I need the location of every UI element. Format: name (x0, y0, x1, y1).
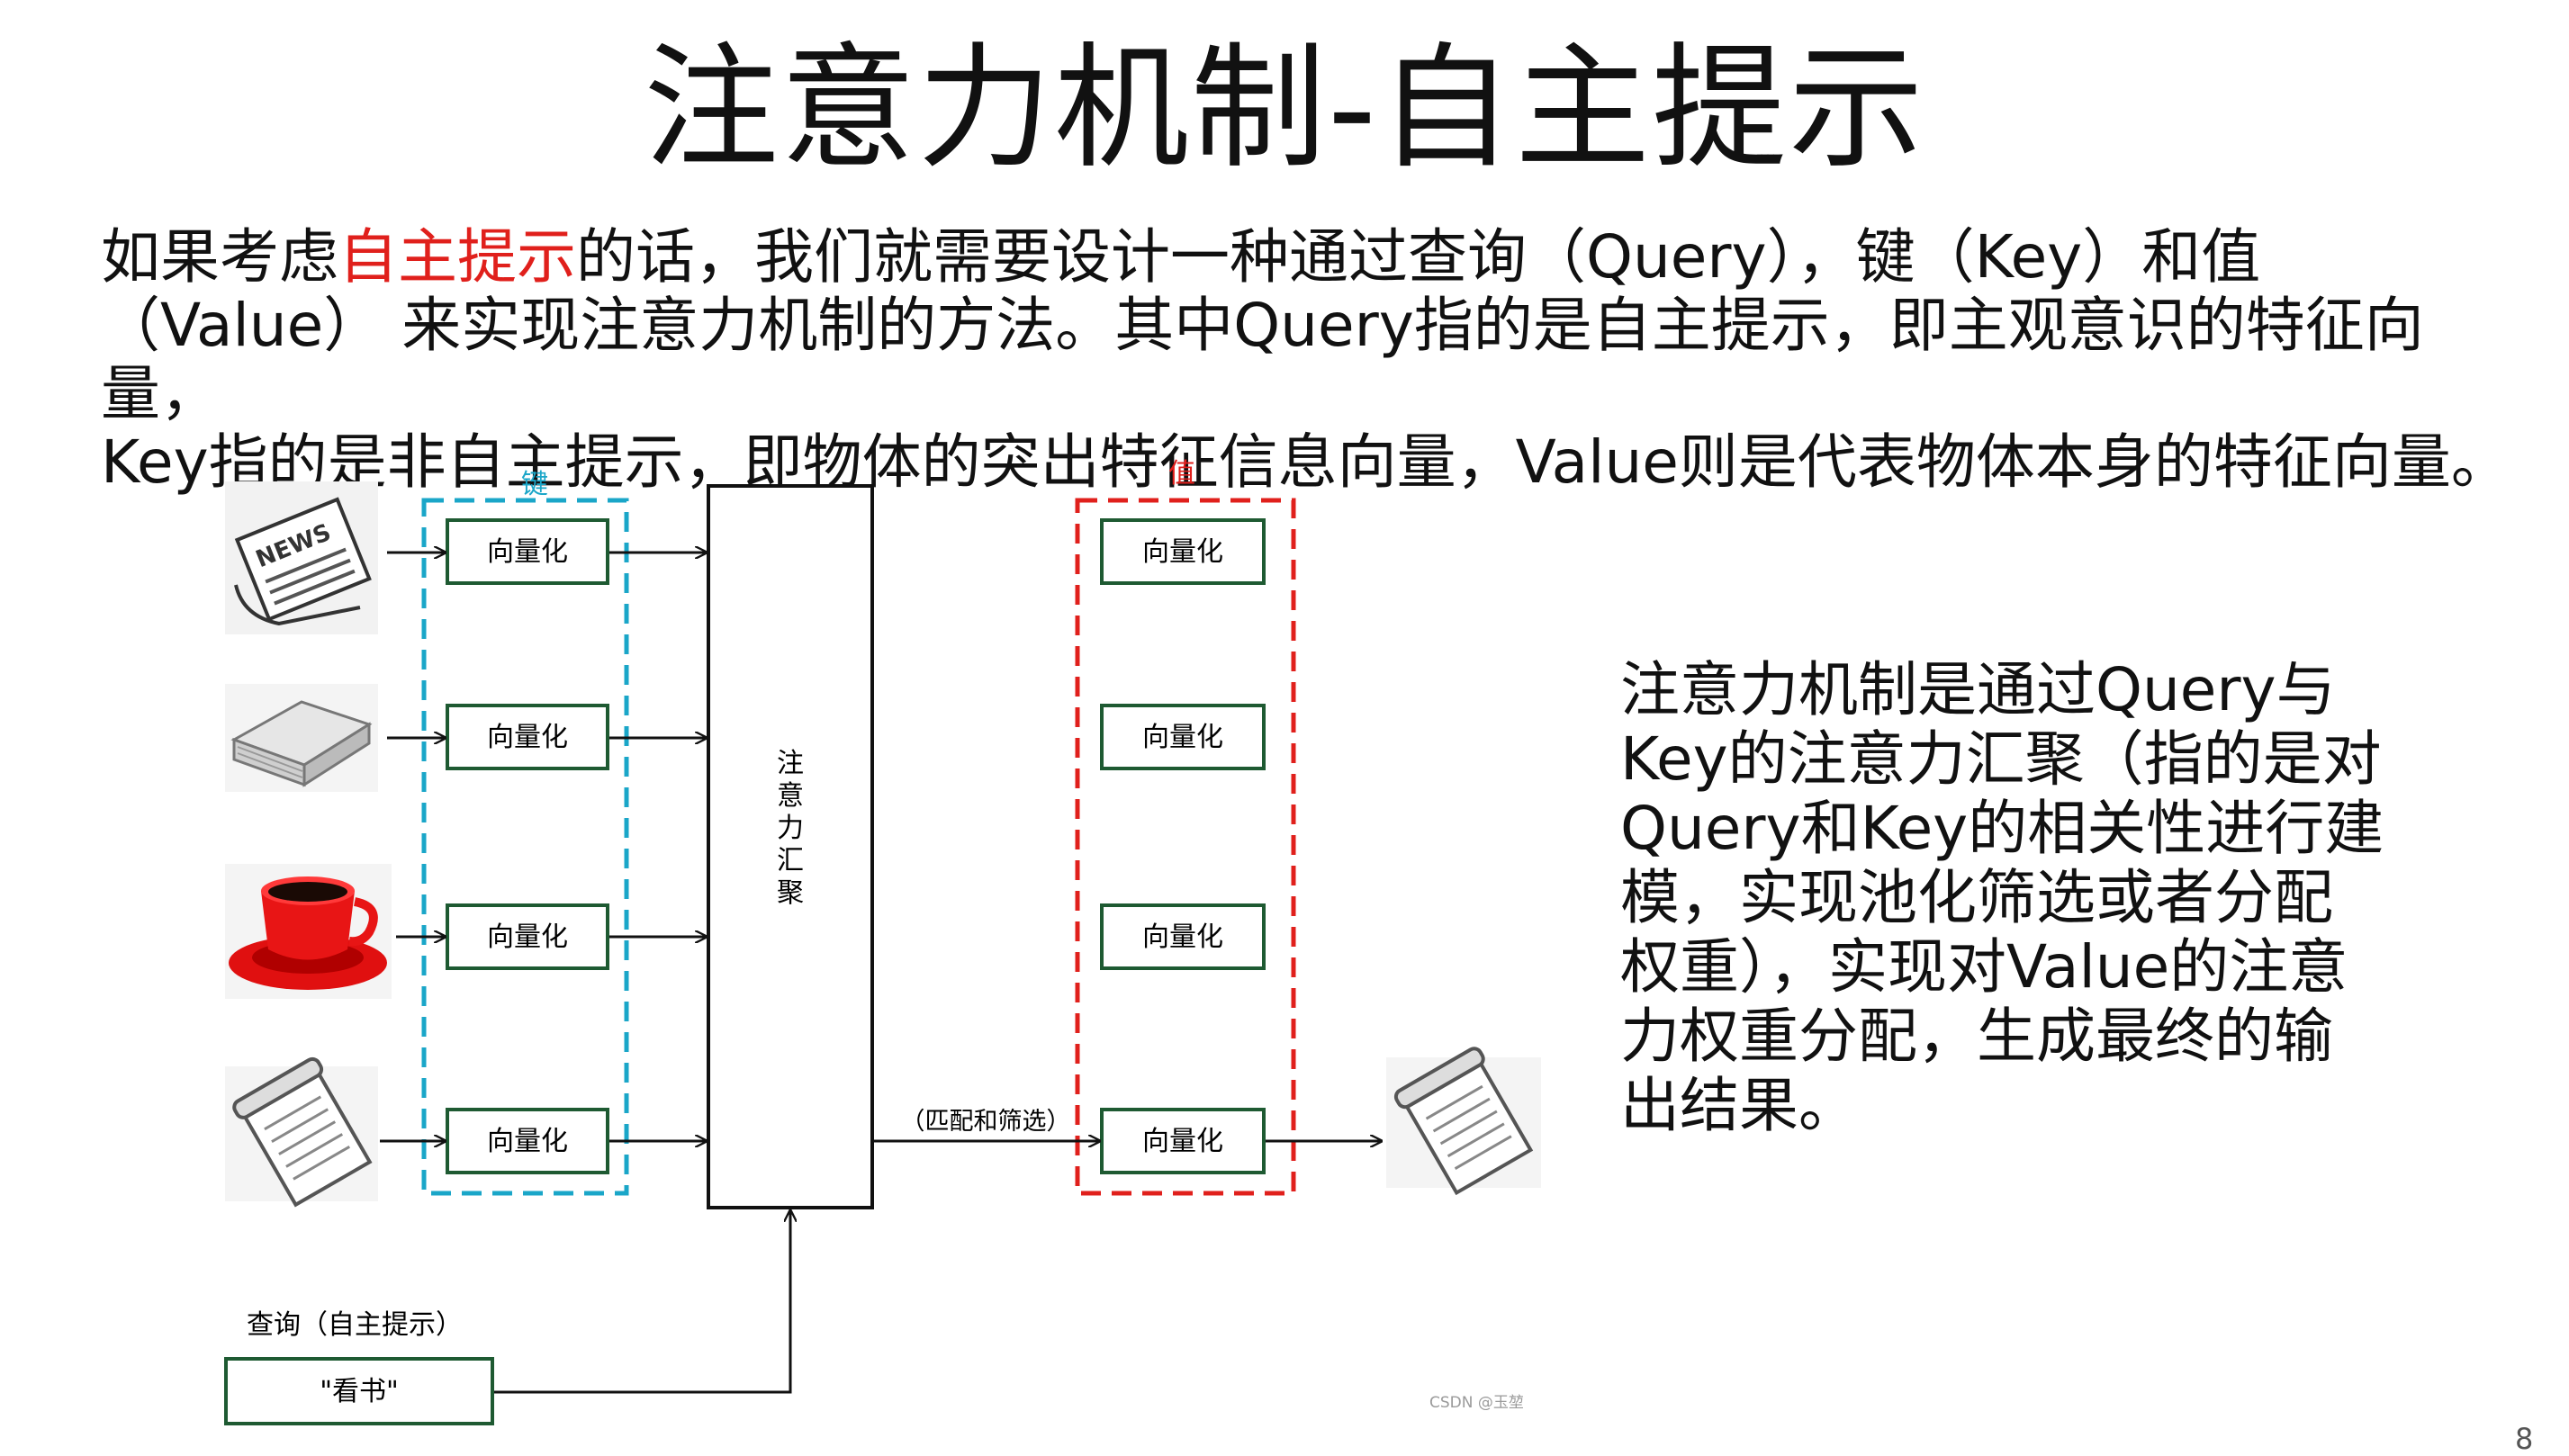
notepad-icon (225, 1056, 378, 1208)
book-icon (225, 684, 378, 792)
intro-line-3: Key指的是非自主提示，即物体的突出特征信息向量，Value则是代表物体本身的特… (101, 427, 2510, 497)
pooling-char: 注 (777, 748, 804, 779)
value-box-3: 向量化 (1100, 903, 1266, 970)
explanation-line: Key的注意力汇聚（指的是对 (1620, 724, 2382, 794)
intro-line-1: 如果考虑自主提示的话，我们就需要设计一种通过查询（Query），键（Key）和值 (101, 223, 2513, 292)
intro-text-2: 的话，我们就需要设计一种通过查询（Query），键（Key）和值 (576, 222, 2261, 292)
query-arrow (493, 1210, 790, 1394)
coffee-cup-icon (225, 864, 392, 999)
value-box-1: 向量化 (1100, 518, 1266, 585)
pooling-char: 意 (777, 780, 804, 812)
key-box-label: 向量化 (487, 921, 568, 953)
value-box-label: 向量化 (1142, 722, 1223, 753)
key-group-label: 键 (521, 469, 548, 500)
query-label: 查询（自主提示） (247, 1309, 463, 1341)
key-box-label: 向量化 (487, 722, 568, 753)
value-box-2: 向量化 (1100, 704, 1266, 770)
explanation-line: Query和Key的相关性进行建 (1620, 794, 2384, 863)
match-label: （匹配和筛选） (901, 1108, 1071, 1136)
attention-pooling-box (707, 484, 874, 1209)
key-box-label: 向量化 (487, 536, 568, 568)
pooling-char: 汇 (777, 845, 804, 876)
value-group-frame (1075, 498, 1296, 1196)
intro-paragraph: 如果考虑自主提示的话，我们就需要设计一种通过查询（Query），键（Key）和值… (101, 223, 2513, 497)
key-box-1: 向量化 (446, 518, 609, 585)
attention-pooling-label: 注 意 力 汇 聚 (777, 748, 804, 909)
newspaper-icon: NEWS (225, 481, 378, 634)
value-box-4: 向量化 (1100, 1108, 1266, 1174)
intro-line-2: （Value） 来实现注意力机制的方法。其中Query指的是自主提示，即主观意识… (101, 291, 2424, 428)
value-box-label: 向量化 (1142, 921, 1223, 953)
key-box-label: 向量化 (487, 1126, 568, 1157)
value-box-label: 向量化 (1142, 1126, 1223, 1157)
explanation-line: 力权重分配，生成最终的输 (1620, 1002, 2333, 1071)
value-box-label: 向量化 (1142, 536, 1223, 568)
slide-title: 注意力机制-自主提示 (643, 31, 1926, 187)
watermark: CSDN @玉堃 (1429, 1394, 1524, 1412)
key-box-3: 向量化 (446, 903, 609, 970)
explanation-line: 权重），实现对Value的注意 (1620, 932, 2348, 1002)
output-notepad-icon (1386, 1047, 1541, 1196)
explanation-line: 注意力机制是通过Query与 (1620, 655, 2336, 724)
value-group-label: 值 (1168, 458, 1195, 490)
intro-highlight: 自主提示 (338, 222, 576, 292)
query-value: "看书" (320, 1376, 399, 1407)
page-number: 8 (2515, 1422, 2534, 1456)
explanation-text: 注意力机制是通过Query与 Key的注意力汇聚（指的是对 Query和Key的… (1620, 655, 2412, 1140)
explanation-line: 出结果。 (1620, 1071, 1858, 1140)
intro-text-1: 如果考虑 (101, 222, 338, 292)
pooling-char: 力 (777, 813, 804, 844)
key-box-4: 向量化 (446, 1108, 609, 1174)
query-box (224, 1357, 494, 1425)
explanation-line: 模，实现池化筛选或者分配 (1620, 863, 2333, 932)
pooling-char: 聚 (777, 877, 804, 909)
key-box-2: 向量化 (446, 704, 609, 770)
key-group-frame (421, 498, 629, 1196)
